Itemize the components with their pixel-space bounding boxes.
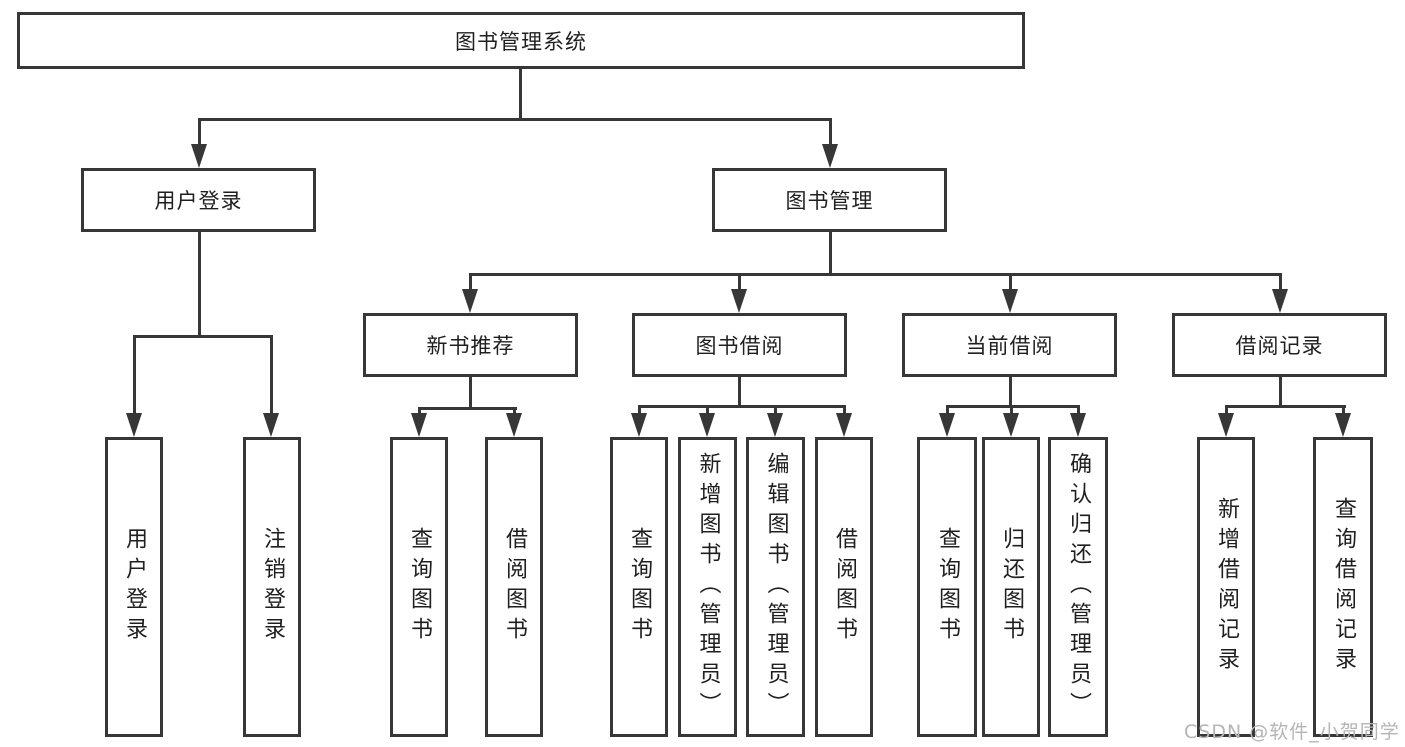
node-user-login-leaf-label: 用户登录 xyxy=(122,527,147,647)
connector-bb-stem xyxy=(738,377,741,408)
node-bb-edit-books-admin-label: 编辑图书（管理员） xyxy=(763,452,789,722)
connector-to-bb-borrow xyxy=(843,405,846,417)
arrowhead-bb-edit xyxy=(767,413,783,437)
node-cb-query-books: 查询图书 xyxy=(917,437,977,737)
arrowhead-book-borrowing xyxy=(731,289,747,313)
node-borrowing-records-label: 借阅记录 xyxy=(1235,334,1324,358)
arrowhead-nbr-borrow xyxy=(506,413,522,437)
node-br-add-record-label: 新增借阅记录 xyxy=(1214,497,1239,677)
node-current-borrowing-label: 当前借阅 xyxy=(965,334,1054,358)
node-user-login-leaf: 用户登录 xyxy=(105,437,163,737)
node-bb-add-books-admin-label: 新增图书（管理员） xyxy=(695,452,721,722)
node-current-borrowing: 当前借阅 xyxy=(902,313,1117,377)
node-cb-return-books-label: 归还图书 xyxy=(999,527,1024,647)
connector-to-user-login-leaf xyxy=(133,335,136,417)
connector-to-logout-leaf xyxy=(270,335,273,417)
arrowhead-cb-confirm xyxy=(1070,413,1086,437)
connector-to-br-add xyxy=(1225,405,1228,417)
connector-to-bb-add xyxy=(706,405,709,417)
node-br-add-record: 新增借阅记录 xyxy=(1197,437,1255,737)
connector-to-book-borrowing xyxy=(738,273,741,293)
node-user-login-label: 用户登录 xyxy=(154,189,243,213)
node-bb-borrow-books: 借阅图书 xyxy=(815,437,873,737)
connector-book-management-stem xyxy=(829,232,832,276)
arrowhead-user-login xyxy=(191,144,207,168)
connector-nbr-stem xyxy=(469,377,472,410)
connector-bb-rail xyxy=(638,405,846,408)
arrowhead-br-query xyxy=(1335,413,1351,437)
node-nbr-borrow-books: 借阅图书 xyxy=(485,437,543,737)
connector-root-stem xyxy=(519,69,522,120)
node-cb-query-books-label: 查询图书 xyxy=(935,527,960,647)
node-bb-query-books-label: 查询图书 xyxy=(627,527,652,647)
connector-to-bb-edit xyxy=(774,405,777,417)
node-borrowing-records: 借阅记录 xyxy=(1172,313,1387,377)
connector-to-cb-confirm xyxy=(1077,405,1080,417)
node-bb-query-books: 查询图书 xyxy=(610,437,668,737)
node-book-management: 图书管理 xyxy=(712,168,947,232)
node-nbr-query-books: 查询图书 xyxy=(390,437,448,737)
connector-to-bb-query xyxy=(638,405,641,417)
arrowhead-current-borrowing xyxy=(1002,289,1018,313)
connector-to-current-borrowing xyxy=(1009,273,1012,293)
connector-to-book-management xyxy=(829,118,832,148)
node-bb-add-books-admin: 新增图书（管理员） xyxy=(678,437,737,737)
connector-to-cb-query xyxy=(946,405,949,417)
arrowhead-new-book-recommend xyxy=(462,289,478,313)
connector-to-new-book-recommend xyxy=(469,273,472,293)
connector-user-login-stem xyxy=(198,232,201,338)
arrowhead-cb-query xyxy=(939,413,955,437)
node-book-borrowing: 图书借阅 xyxy=(632,313,847,377)
connector-to-cb-return xyxy=(1010,405,1013,417)
arrowhead-cb-return xyxy=(1003,413,1019,437)
node-cb-confirm-return-admin: 确认归还（管理员） xyxy=(1048,437,1108,737)
node-logout-leaf: 注销登录 xyxy=(243,437,301,737)
csdn-watermark: CSDN @软件_小贺同学 xyxy=(1184,721,1400,743)
arrowhead-bb-borrow xyxy=(836,413,852,437)
node-logout-leaf-label: 注销登录 xyxy=(260,527,285,647)
arrowhead-user-login-leaf xyxy=(126,413,142,437)
node-root-label: 图书管理系统 xyxy=(455,29,587,54)
arrowhead-bb-query xyxy=(631,413,647,437)
connector-cb-stem xyxy=(1009,377,1012,408)
connector-to-user-login xyxy=(198,118,201,148)
connector-to-br-query xyxy=(1342,405,1345,417)
node-cb-return-books: 归还图书 xyxy=(982,437,1040,737)
node-new-book-recommend: 新书推荐 xyxy=(363,313,578,377)
connector-user-login-rail xyxy=(133,335,273,338)
node-user-login: 用户登录 xyxy=(81,168,316,232)
node-bb-edit-books-admin: 编辑图书（管理员） xyxy=(746,437,805,737)
arrowhead-bb-add xyxy=(699,413,715,437)
node-book-management-label: 图书管理 xyxy=(785,189,874,213)
arrowhead-nbr-query xyxy=(411,413,427,437)
arrowhead-borrowing-records xyxy=(1272,289,1288,313)
node-new-book-recommend-label: 新书推荐 xyxy=(426,334,515,358)
connector-nbr-rail xyxy=(418,407,517,410)
node-book-borrowing-label: 图书借阅 xyxy=(695,334,784,358)
arrowhead-br-add xyxy=(1218,413,1234,437)
arrowhead-book-management xyxy=(822,144,838,168)
node-nbr-query-books-label: 查询图书 xyxy=(407,527,432,647)
node-bb-borrow-books-label: 借阅图书 xyxy=(832,527,857,647)
node-nbr-borrow-books-label: 借阅图书 xyxy=(502,527,527,647)
node-root: 图书管理系统 xyxy=(17,12,1025,69)
connector-to-borrowing-records xyxy=(1279,273,1282,293)
connector-cb-rail xyxy=(946,405,1080,408)
connector-br-rail xyxy=(1225,405,1346,408)
node-cb-confirm-return-admin-label: 确认归还（管理员） xyxy=(1066,452,1091,722)
node-br-query-record: 查询借阅记录 xyxy=(1313,437,1373,737)
connector-root-rail xyxy=(198,118,832,121)
connector-br-stem xyxy=(1279,377,1282,408)
arrowhead-logout-leaf xyxy=(263,413,279,437)
connector-book-management-rail xyxy=(469,273,1281,276)
node-br-query-record-label: 查询借阅记录 xyxy=(1331,497,1356,677)
